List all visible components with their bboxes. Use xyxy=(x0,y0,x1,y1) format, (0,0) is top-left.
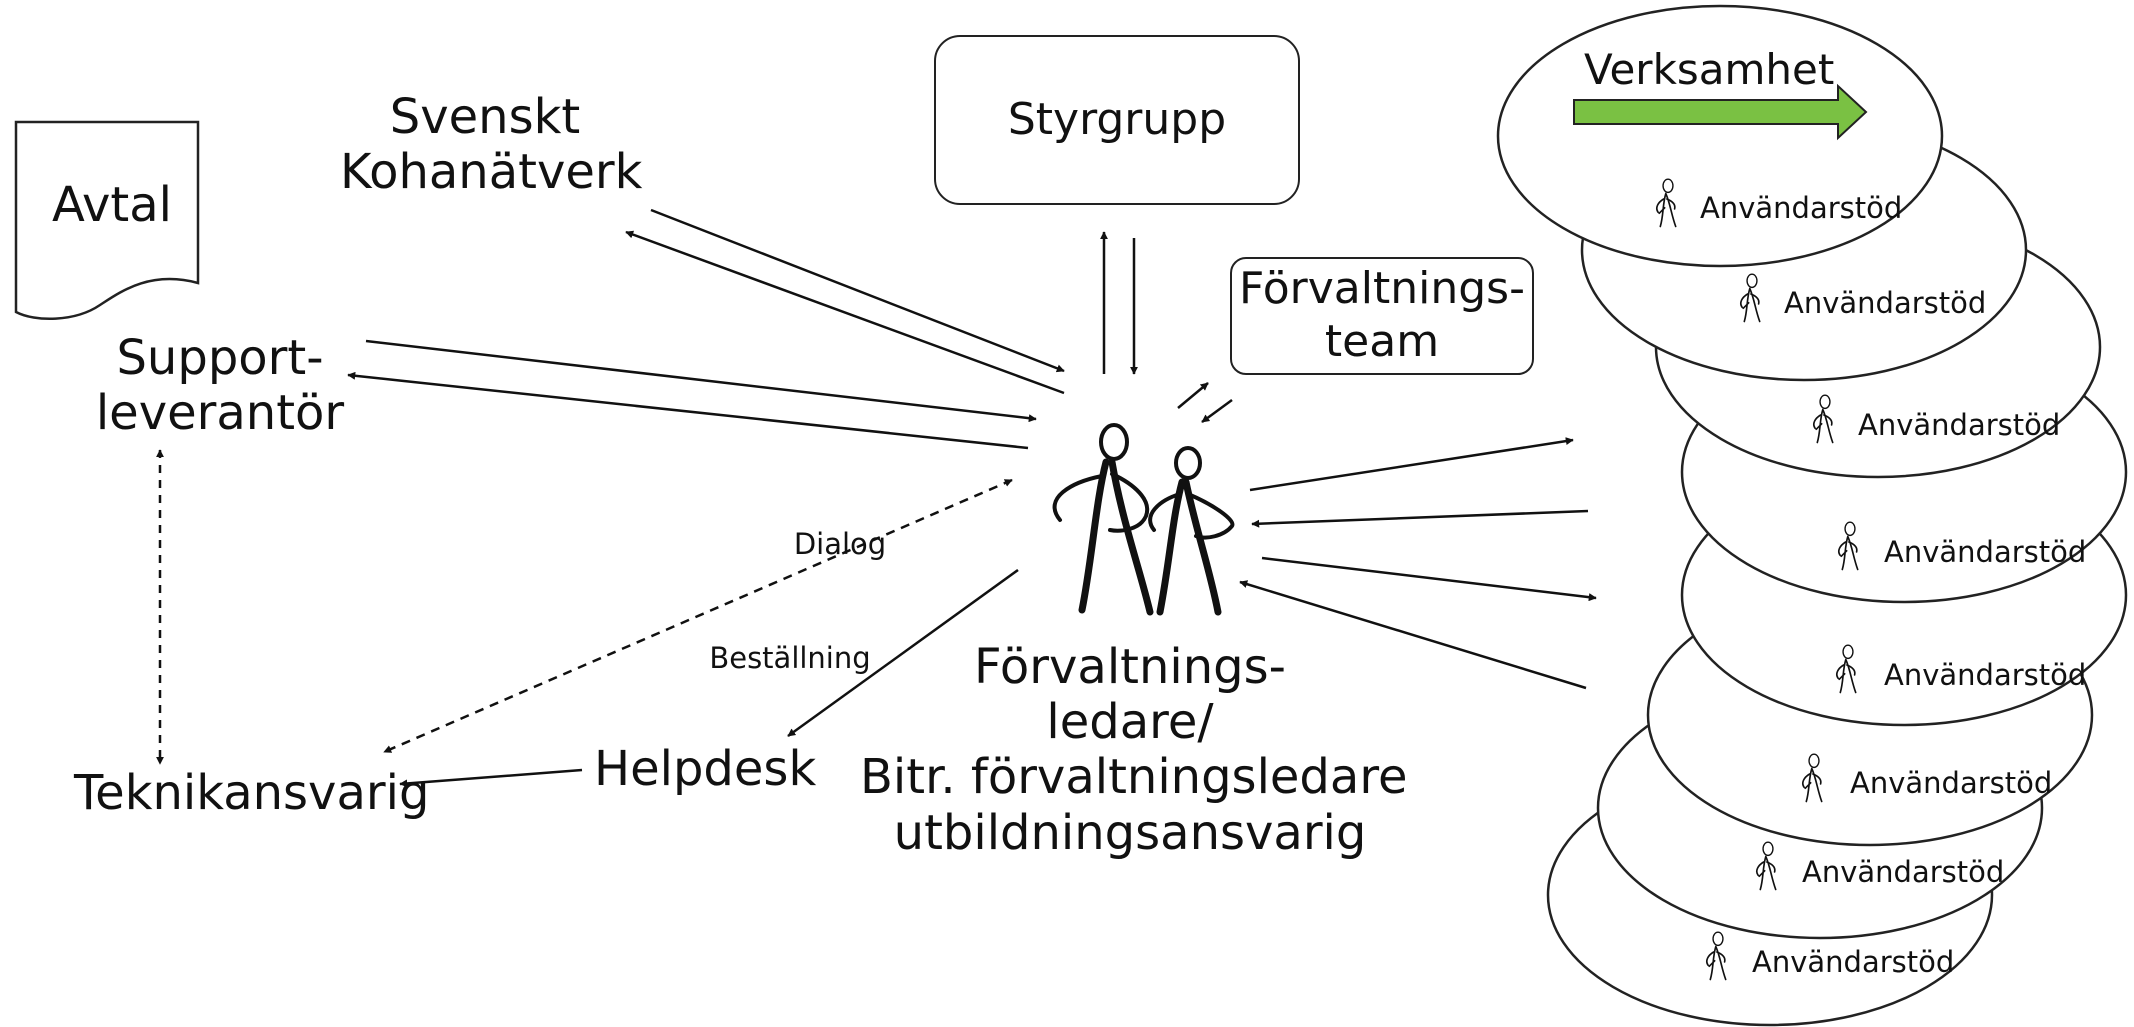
teknikansvarig-label: Teknikansvarig xyxy=(74,765,430,821)
arrow-to-verksamhet-1 xyxy=(1249,437,1574,492)
center-line1: Förvaltnings- xyxy=(974,639,1286,695)
arrow-to-team xyxy=(1177,382,1209,409)
arrow-to-kohanat xyxy=(625,230,1065,395)
anvandarstod-label-3: Användarstöd xyxy=(1858,408,2061,442)
forvaltningsteam-line2: team xyxy=(1324,316,1440,367)
forvaltningsledare-people-icon xyxy=(1052,423,1235,616)
forvaltningsledare-label: Förvaltnings- ledare/ Bitr. förvaltnings… xyxy=(860,639,1408,861)
connector-arrows xyxy=(156,208,1597,788)
arrow-from-team xyxy=(1201,398,1233,424)
center-line3: Bitr. förvaltningsledare xyxy=(860,749,1408,806)
support-line1: Support- xyxy=(116,330,324,386)
arrow-to-support xyxy=(347,371,1029,450)
kohanat-line1: Svenskt xyxy=(389,89,581,145)
styrgrupp-label: Styrgrupp xyxy=(1007,93,1227,145)
arrow-from-kohanat xyxy=(650,208,1065,373)
verksamhet-ellipse-stack xyxy=(1496,4,2128,1027)
arrow-from-support xyxy=(365,339,1037,423)
arrow-to-verksamhet-2 xyxy=(1261,556,1597,602)
anvandarstod-label-4: Användarstöd xyxy=(1884,535,2087,569)
arrow-from-verksamhet-2 xyxy=(1239,580,1587,690)
dialog-label: Dialog xyxy=(793,527,887,561)
styrgrupp-box: Styrgrupp xyxy=(934,35,1300,205)
anvandarstod-label-2: Användarstöd xyxy=(1784,286,1987,320)
anvandarstod-label-7: Användarstöd xyxy=(1802,855,2005,889)
center-line4: utbildningsansvarig xyxy=(893,804,1367,861)
anvandarstod-label-5: Användarstöd xyxy=(1884,658,2087,692)
kohanatverk-label: Svenskt Kohanätverk xyxy=(340,89,643,201)
support-line2: leverantör xyxy=(95,385,345,442)
kohanat-line2: Kohanätverk xyxy=(340,144,643,201)
arrow-helpdesk-to-teknik xyxy=(399,768,583,788)
forvaltningsteam-box: Förvaltnings- team xyxy=(1230,257,1534,375)
verksamhet-arrow-1 xyxy=(1573,83,1868,141)
avtal-document-shape xyxy=(14,120,200,321)
verksamhet-title: Verksamhet xyxy=(1584,45,1835,94)
bestallning-label: Beställning xyxy=(709,641,871,675)
center-line2: ledare/ xyxy=(1046,694,1214,751)
ellipse-1 xyxy=(1496,4,1944,268)
anvandarstod-label-1: Användarstöd xyxy=(1700,191,1903,225)
helpdesk-label: Helpdesk xyxy=(594,741,817,797)
arrow-dialog xyxy=(383,478,1013,754)
arrow-from-verksamhet-1 xyxy=(1251,509,1589,528)
anvandarstod-label-6: Användarstöd xyxy=(1850,766,2053,800)
avtal-label: Avtal xyxy=(52,177,172,233)
forvaltningsteam-line1: Förvaltnings- xyxy=(1239,263,1525,315)
support-leverantor-label: Support- leverantör xyxy=(90,330,350,442)
anvandarstod-label-8: Användarstöd xyxy=(1752,945,1955,979)
